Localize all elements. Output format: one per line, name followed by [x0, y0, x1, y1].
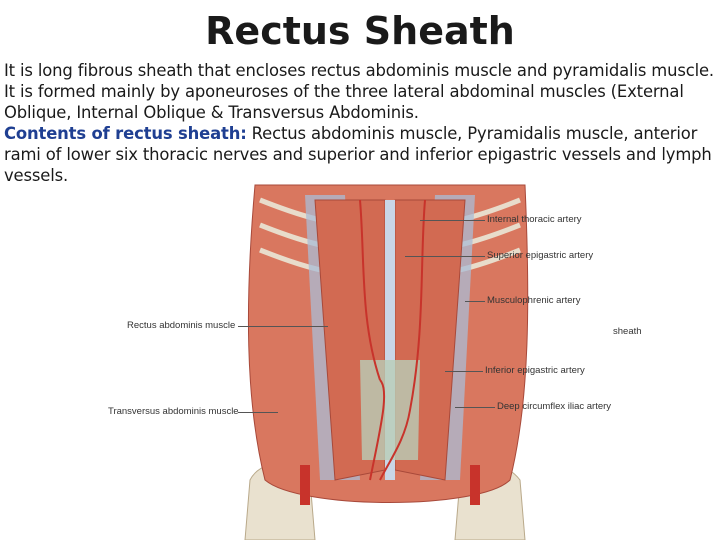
rectus-sheath-illustration [244, 184, 529, 540]
label-sheath: sheath [613, 326, 642, 337]
leader-inferior-epigastric [445, 371, 483, 372]
leader-internal-thoracic [420, 220, 485, 221]
left-femoral-vessel [300, 465, 310, 505]
label-internal-thoracic: Internal thoracic artery [487, 214, 582, 225]
label-transversus: Transversus abdominis muscle [108, 406, 239, 417]
slide-title: Rectus Sheath [205, 9, 515, 53]
para1-line1: It is long fibrous sheath that encloses … [4, 61, 714, 80]
contents-line1: Contents of rectus sheath: Rectus abdomi… [4, 123, 718, 144]
label-rectus-abdominis: Rectus abdominis muscle [127, 320, 236, 331]
leader-superior-epigastric [405, 256, 485, 257]
leader-transversus [238, 412, 278, 413]
superior-epigastric-artery [359, 199, 381, 381]
slide-body: It is long fibrous sheath that encloses … [4, 60, 718, 186]
contents-text-1: Rectus abdominis muscle, Pyramidalis mus… [246, 124, 698, 143]
contents-line3: vessels. [4, 166, 69, 185]
label-musculophrenic: Musculophrenic artery [487, 295, 581, 306]
leader-musculophrenic [465, 301, 485, 302]
contents-heading: Contents of rectus sheath [4, 124, 241, 143]
right-epigastric-artery [379, 199, 426, 481]
para1-line2: It is formed mainly by aponeuroses of th… [4, 82, 684, 101]
contents-colon: : [240, 124, 247, 143]
leader-deep-circumflex [455, 407, 495, 408]
label-deep-circumflex: Deep circumflex iliac artery [497, 401, 612, 412]
para1-line3: Oblique, Internal Oblique & Transversus … [4, 103, 419, 122]
inferior-epigastric-artery [369, 379, 386, 481]
label-inferior-epigastric: Inferior epigastric artery [485, 365, 585, 376]
right-femoral-vessel [470, 465, 480, 505]
posterior-sheath-lower [360, 360, 420, 460]
linea-alba [385, 200, 395, 480]
contents-line2: rami of lower six thoracic nerves and su… [4, 145, 712, 164]
label-superior-epigastric: Superior epigastric artery [487, 250, 594, 261]
leader-rectus-abdominis [238, 326, 328, 327]
anatomy-figure: Internal thoracic artery Superior epigas… [60, 180, 720, 540]
